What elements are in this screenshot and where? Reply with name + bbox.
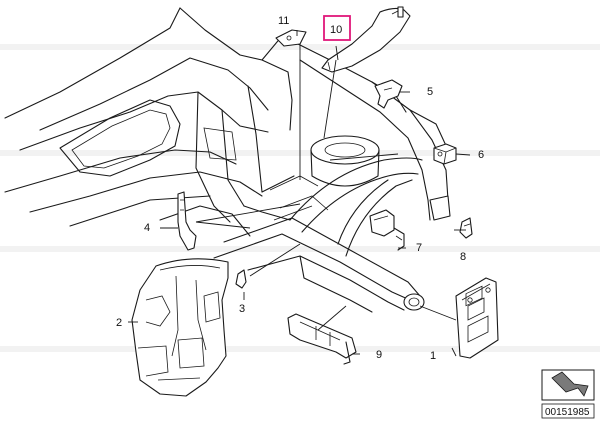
part-2-panel [131,258,229,397]
part-5-bracket [374,79,403,109]
body-shell-outline [4,7,293,237]
part-1-plate [455,277,499,359]
part-11-plate [275,29,307,47]
part-10-bracket [321,6,411,73]
part-6-mount [433,143,457,165]
part-9-bracket [287,313,357,365]
direction-arrow-icon [541,369,595,401]
callout-1: 1 [430,350,436,362]
callout-5: 5 [427,86,433,98]
reference-number-box: 00151985 [541,403,595,419]
reference-number: 00151985 [545,407,590,418]
part-8-clip [459,217,473,239]
callout-8: 8 [460,251,466,263]
leader-lines [128,30,471,357]
callout-6: 6 [478,149,484,161]
callout-7: 7 [416,242,422,254]
callout-3: 3 [239,303,245,315]
callout-11: 11 [278,15,289,27]
wheel-housing-assembly [213,35,451,313]
callout-9: 9 [376,349,382,361]
part-3-clip [235,269,247,289]
part-4-bracket [177,191,197,251]
part-7-bracket [369,209,405,251]
callouts: 11 10 5 6 4 7 8 3 2 9 1 [116,15,484,362]
callout-10-highlight [323,15,351,41]
callout-10: 10 [330,24,342,36]
callout-2: 2 [116,317,122,329]
callout-4: 4 [144,222,150,234]
